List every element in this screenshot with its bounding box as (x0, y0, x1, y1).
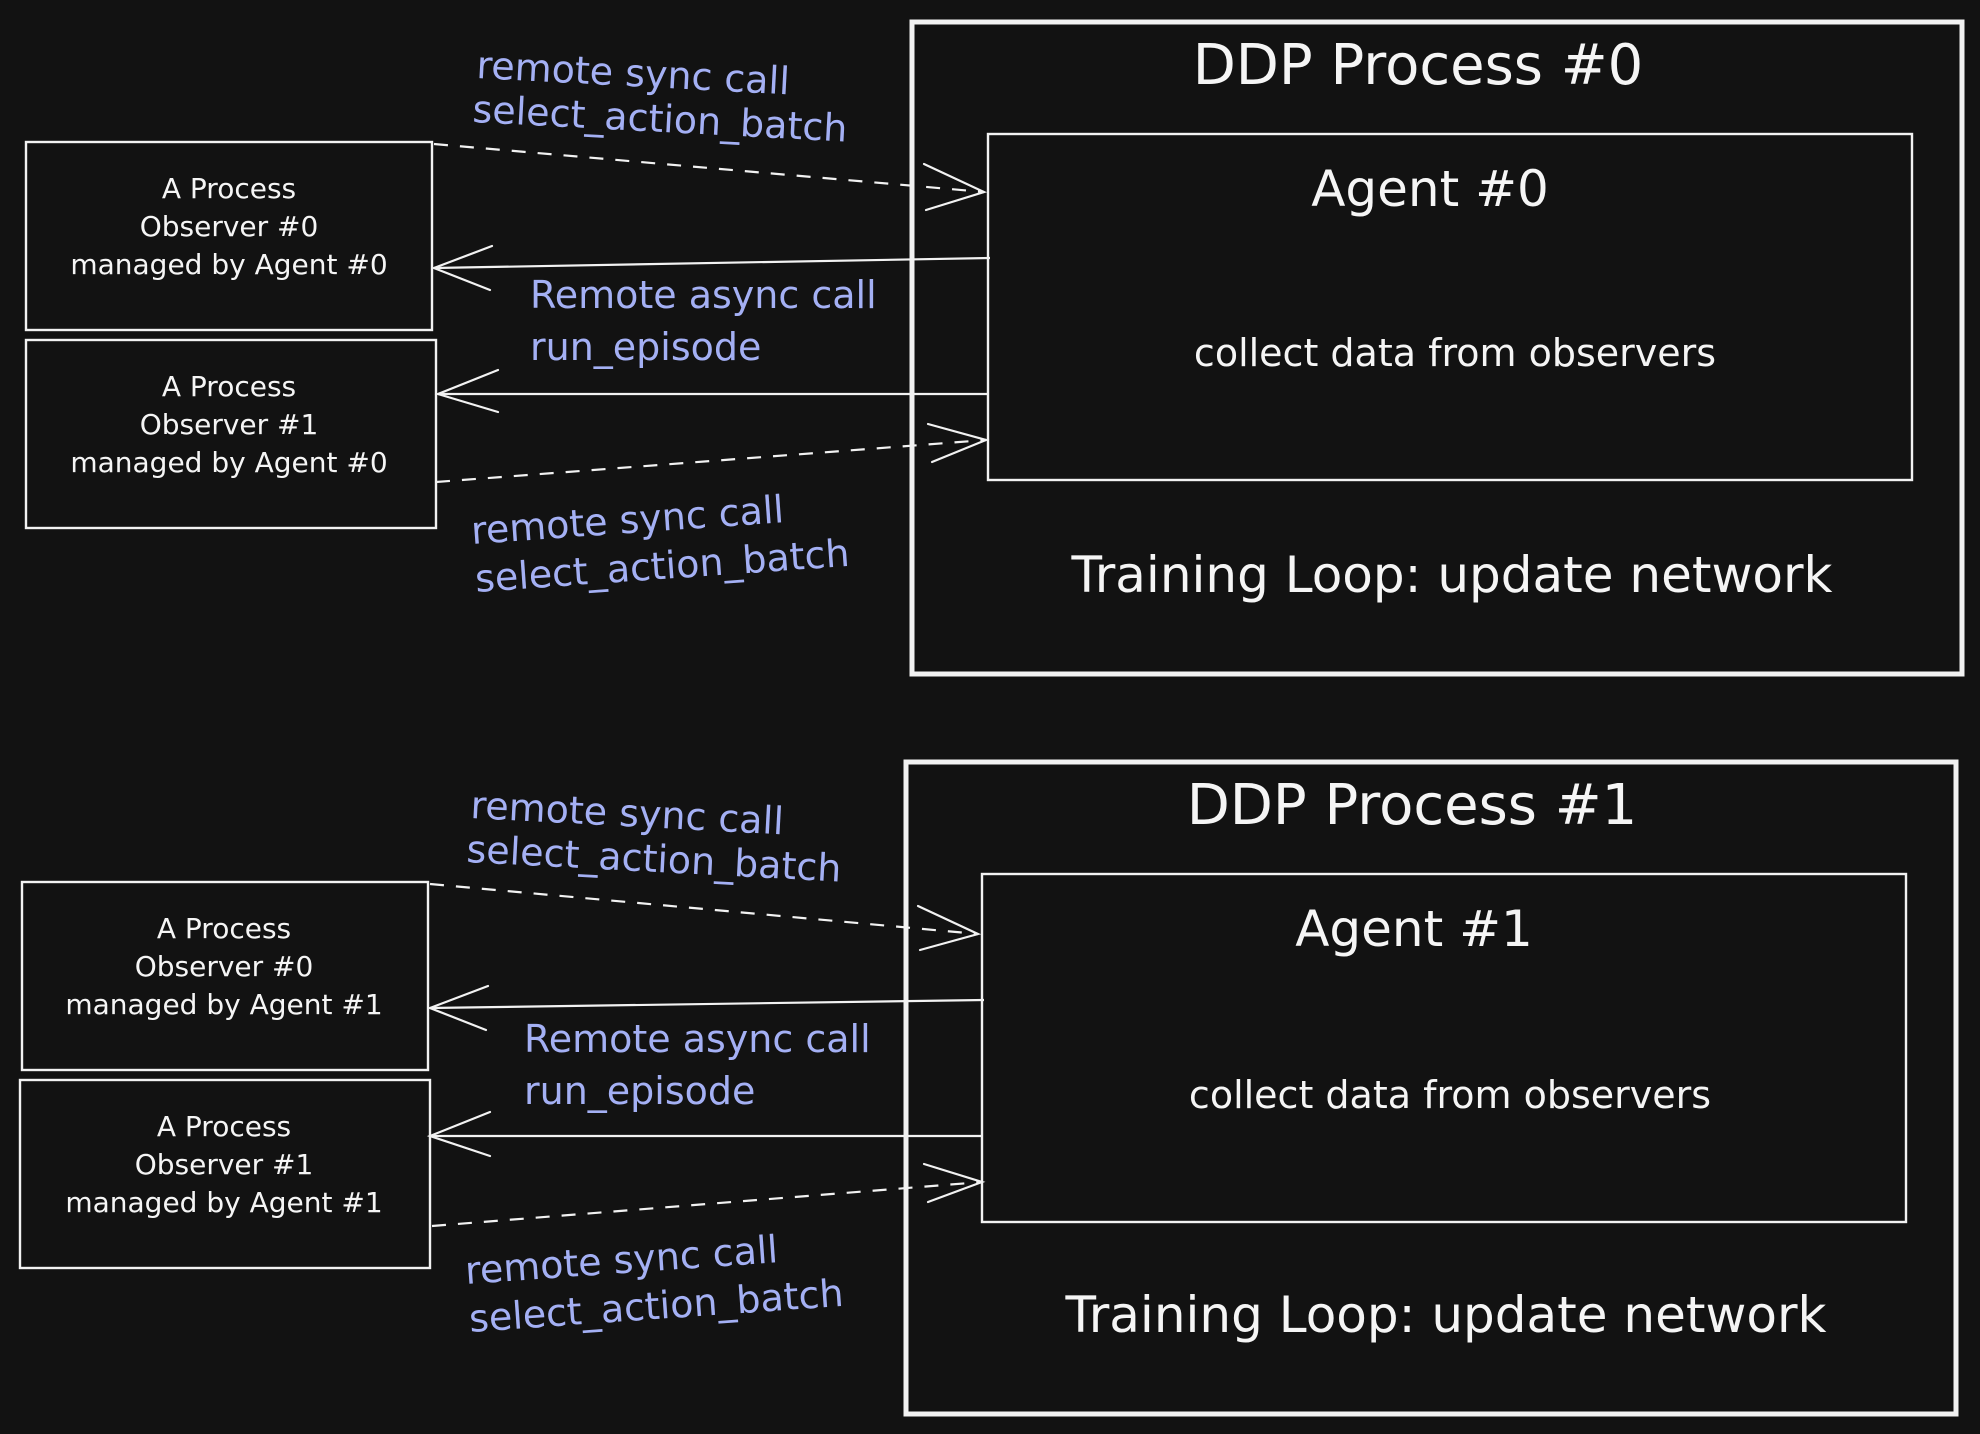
arrowhead (916, 904, 982, 952)
observer-box-1 (24, 338, 438, 530)
training-loop-label: Training Loop: update network (1065, 1286, 1827, 1344)
ddp-group-1: DDP Process #1 Agent #1 collect data fro… (18, 759, 1959, 1417)
arrowhead (430, 244, 494, 292)
sync-call-arrow-top (429, 882, 979, 936)
sync-call-arrow-bottom (431, 1180, 983, 1228)
observer-label-line1: A Process (157, 1110, 291, 1143)
arrowhead (922, 1162, 986, 1204)
ddp-process-box (903, 759, 1959, 1417)
observer-box-1 (18, 1078, 432, 1270)
async-call-label-line2: run_episode (524, 1069, 755, 1113)
observer-label-line3: managed by Agent #0 (70, 446, 387, 479)
observer-label-line1: A Process (157, 912, 291, 945)
sync-call-label-line2: select_action_batch (466, 827, 843, 891)
async-call-arrow-top (429, 998, 985, 1010)
arrowhead (426, 984, 490, 1032)
arrowhead (434, 368, 500, 414)
observer-label-line1: A Process (162, 172, 296, 205)
agent-title: Agent #0 (1311, 160, 1549, 218)
observer-box-0 (24, 140, 434, 332)
agent-body: collect data from observers (1194, 331, 1716, 375)
agent-box (980, 872, 1908, 1224)
observer-label-line3: managed by Agent #0 (70, 248, 387, 281)
training-loop-label: Training Loop: update network (1071, 546, 1833, 604)
arrowhead (426, 1110, 492, 1158)
agent-title: Agent #1 (1295, 900, 1533, 958)
observer-label-line3: managed by Agent #1 (65, 1186, 382, 1219)
sync-call-arrow-bottom (435, 438, 987, 484)
ddp-process-title: DDP Process #1 (1187, 773, 1638, 838)
sync-call-arrow-top (433, 142, 985, 194)
ddp-process-title: DDP Process #0 (1193, 33, 1644, 98)
agent-body: collect data from observers (1189, 1073, 1711, 1117)
ddp-process-box (909, 19, 1965, 677)
sync-call-label-line2: select_action_batch (472, 87, 849, 151)
async-call-label-line1: Remote async call (524, 1017, 871, 1061)
observer-box-0 (20, 880, 430, 1072)
arrowhead (922, 162, 988, 212)
arrowhead (926, 422, 990, 464)
agent-box (986, 132, 1914, 482)
async-call-arrow-top (433, 256, 991, 270)
observer-label-line1: A Process (162, 370, 296, 403)
observer-label-line3: managed by Agent #1 (65, 988, 382, 1021)
observer-label-line2: Observer #0 (140, 210, 319, 243)
async-call-label-line1: Remote async call (530, 273, 877, 317)
ddp-group-0: DDP Process #0 Agent #0 collect data fro… (24, 19, 1965, 677)
async-call-label-line2: run_episode (530, 325, 761, 369)
observer-label-line2: Observer #1 (140, 408, 319, 441)
observer-label-line2: Observer #1 (135, 1148, 314, 1181)
observer-label-line2: Observer #0 (135, 950, 314, 983)
